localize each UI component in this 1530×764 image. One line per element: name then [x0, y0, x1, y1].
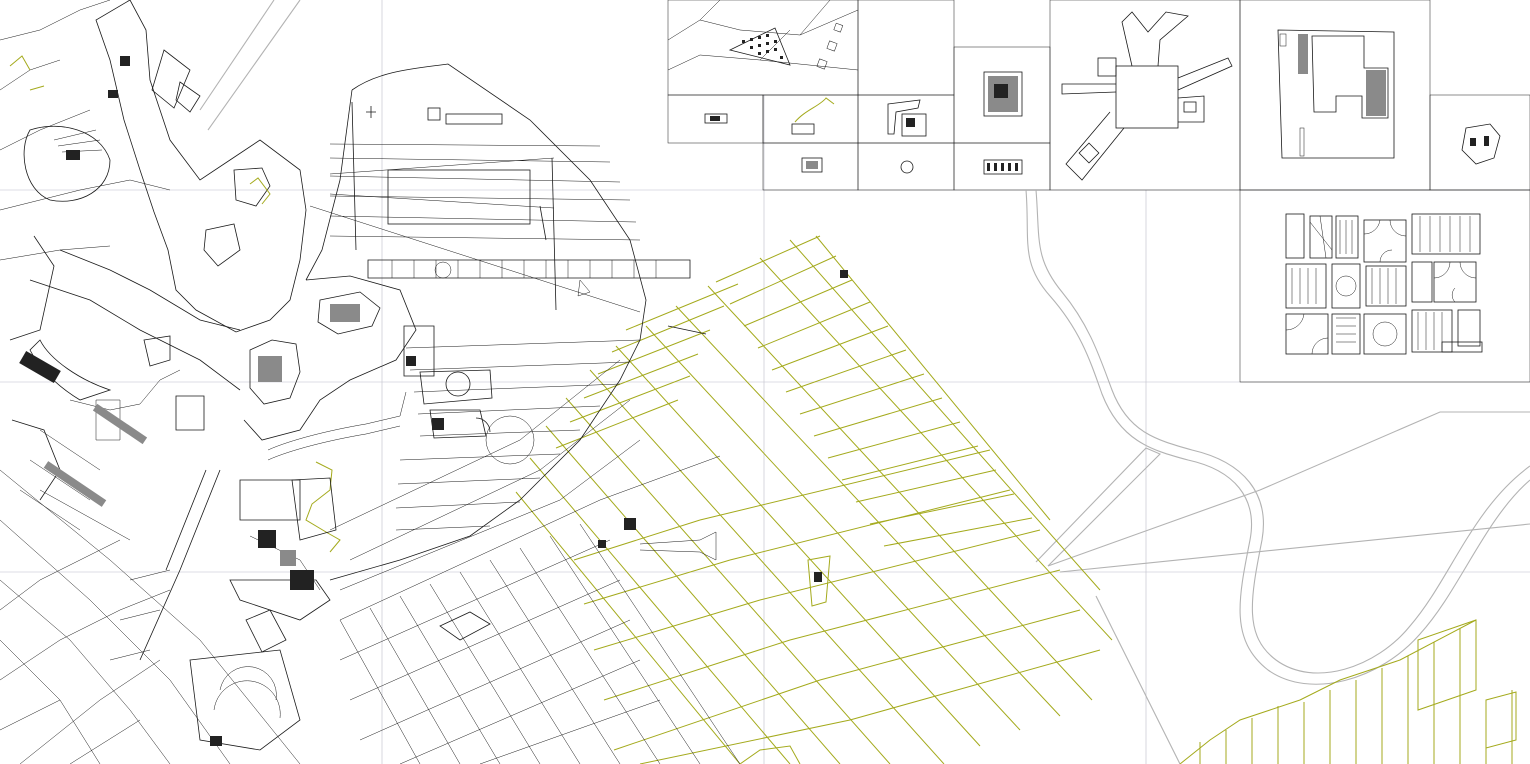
southwest-street-grid [0, 359, 741, 764]
historic-center-plan [0, 0, 331, 751]
inset-small-plans [704, 71, 1023, 175]
inset-block-typologies [1285, 213, 1483, 355]
inset-octagonal-plan [1461, 123, 1501, 165]
central-monuments [9, 55, 535, 746]
inset-cross-building [1061, 11, 1233, 181]
inset-stepped-block [1277, 29, 1395, 159]
scattered-landmarks [439, 270, 848, 764]
detail-insets [667, 0, 1530, 383]
fan-shaped-district [305, 63, 707, 581]
inset-triangle-block [667, 0, 859, 71]
river [199, 0, 1530, 764]
diagonal-street-grid [515, 235, 1517, 764]
